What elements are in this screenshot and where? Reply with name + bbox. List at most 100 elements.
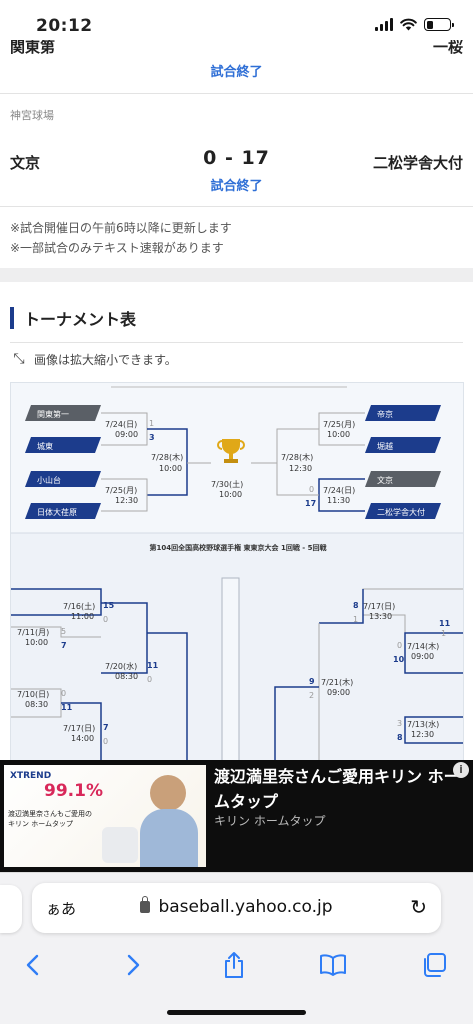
ad-title[interactable]: 渡辺満里奈さんご愛用キリン ホームタップ [214, 767, 460, 811]
note-line: ※一部試合のみテキスト速報があります [10, 241, 224, 255]
game-time: 10:00 [327, 430, 350, 439]
score: 3 [397, 719, 402, 728]
final-date: 7/30(土) [211, 479, 243, 489]
share-button[interactable] [214, 945, 254, 985]
game-status-link[interactable]: 試合終了 [210, 179, 263, 194]
game-date: 7/24(日) [105, 420, 137, 429]
game-time: 09:00 [115, 430, 138, 439]
tournament-bracket-image[interactable]: 関東第一 城東 小山台 日体大荏原 7/24(日) 09:00 1 3 7/25… [10, 382, 464, 762]
tabs-button[interactable] [414, 945, 454, 985]
game-date: 7/17(日) [363, 602, 395, 611]
section-accent-bar [10, 307, 14, 329]
forward-button[interactable] [114, 945, 154, 985]
score: 11 [147, 661, 159, 670]
ad-caption: 渡辺満里奈さんもご愛用の キリン ホームタップ [8, 810, 92, 828]
section-title: トーナメント表 [10, 306, 136, 330]
back-button[interactable] [12, 945, 52, 985]
game-date: 7/20(水) [105, 661, 137, 671]
address-bar[interactable]: ぁあ baseball.yahoo.co.jp ↻ [32, 883, 441, 933]
team-name: 文京 [377, 475, 393, 485]
game-time: 12:30 [115, 496, 138, 505]
game-time: 09:00 [327, 688, 350, 697]
status-bar: 20:12 [0, 0, 473, 54]
note-line: ※試合開催日の午前6時以降に更新します [10, 221, 232, 235]
notes: ※試合開催日の午前6時以降に更新します ※一部試合のみテキスト速報があります [10, 218, 232, 258]
zoom-hint-text: 画像は拡大縮小できます。 [34, 352, 177, 367]
browser-toolbar [0, 945, 473, 985]
left-team-pill-3: 小山台 [25, 471, 101, 487]
team-left: 関東第 [10, 40, 56, 56]
game-time: 14:00 [71, 734, 94, 743]
game-time: 12:30 [289, 464, 312, 473]
game-date: 7/13(水) [407, 719, 439, 729]
game-date: 7/14(木) [407, 641, 439, 651]
ad-person-image [150, 775, 186, 811]
ad-image[interactable]: XTREND 99.1% 渡辺満里奈さんもご愛用の キリン ホームタップ [4, 765, 206, 867]
score: 10 [393, 655, 405, 664]
score: 0 [103, 615, 108, 624]
url-display[interactable]: baseball.yahoo.co.jp [32, 896, 441, 917]
game-time: 09:00 [411, 652, 434, 661]
chevron-right-icon [127, 954, 140, 976]
score: 0 [61, 689, 66, 698]
score-bottom: 3 [149, 433, 155, 442]
ad-banner[interactable]: XTREND 99.1% 渡辺満里奈さんもご愛用の キリン ホームタップ 渡辺満… [0, 760, 473, 872]
ad-info-icon[interactable]: i [453, 762, 469, 778]
game-status-link[interactable]: 試合終了 [210, 65, 263, 80]
team-name: 小山台 [37, 475, 61, 485]
game-time: 11:00 [71, 612, 94, 621]
score: 8 [397, 733, 403, 742]
team-right: 一桜 [432, 40, 463, 56]
ad-badge: XTREND [10, 771, 52, 781]
score: 0 [147, 675, 152, 684]
left-team-pill-1: 関東第一 [25, 405, 101, 421]
score: 0 [103, 737, 108, 746]
left-team-pill-4: 日体大荏原 [25, 503, 101, 519]
score: 11 [61, 703, 73, 712]
score: 0 [397, 641, 402, 650]
game-time: 10:00 [159, 464, 182, 473]
book-icon [320, 954, 346, 976]
browser-bottom-bar: ぁあ baseball.yahoo.co.jp ↻ [0, 872, 473, 1024]
section-divider-line [10, 342, 463, 343]
game-row-previous[interactable]: 関東第 一桜 試合終了 [0, 40, 473, 94]
pinch-zoom-icon: ⤡ [13, 351, 25, 367]
battery-icon [424, 18, 454, 31]
cellular-signal-icon [375, 18, 393, 31]
bookmarks-button[interactable] [313, 945, 353, 985]
team-name: 日体大荏原 [37, 507, 77, 517]
url-text: baseball.yahoo.co.jp [158, 897, 333, 917]
battery-level [426, 20, 434, 29]
game-score: 0 - 17 [203, 147, 270, 169]
score: 5 [61, 627, 66, 636]
game-date: 7/11(月) [17, 628, 49, 637]
score: 7 [61, 641, 67, 650]
tabs-icon [424, 953, 446, 977]
score-top: 0 [309, 485, 314, 494]
score: 11 [439, 619, 451, 628]
right-team-pill-3: 文京 [365, 471, 441, 487]
score-bottom: 17 [305, 499, 316, 508]
score-top: 1 [149, 419, 154, 428]
section-divider [0, 268, 473, 282]
left-team-pill-2: 城東 [25, 437, 101, 453]
status-time: 20:12 [36, 16, 93, 36]
game-row[interactable]: 神宮球場 文京 0 - 17 二松学舎大付 試合終了 [0, 95, 473, 207]
game-time: 08:30 [115, 672, 138, 681]
game-date: 7/28(木) [151, 452, 183, 462]
ad-brand[interactable]: キリン ホームタップ [214, 814, 326, 828]
right-team-pill-2: 堀越 [365, 437, 441, 453]
reader-settings-button[interactable]: ぁあ [46, 900, 77, 918]
team-name: 関東第一 [37, 409, 69, 419]
ad-product-image [102, 827, 138, 863]
game-date: 7/24(日) [323, 486, 355, 495]
ad-person-body [140, 809, 198, 867]
game-date: 7/21(木) [321, 677, 353, 687]
game-date: 7/25(月) [105, 486, 137, 495]
wifi-icon [400, 18, 417, 31]
previous-tab-preview[interactable] [0, 885, 22, 933]
reload-icon[interactable]: ↻ [410, 895, 427, 919]
game-time: 08:30 [25, 700, 48, 709]
right-team-pill-4: 二松学舎大付 [365, 503, 441, 519]
score: 1 [353, 615, 358, 624]
